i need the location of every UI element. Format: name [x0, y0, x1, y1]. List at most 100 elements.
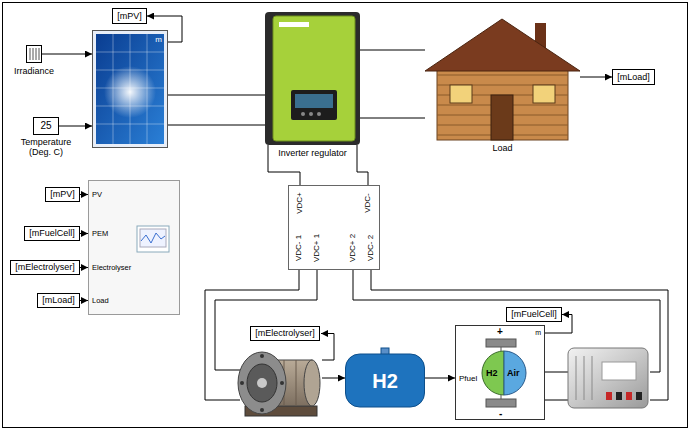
electrolyser-bolt: [260, 408, 264, 412]
electrolyser-illustration: [238, 352, 320, 416]
hydrogen-flow-arrow: [322, 378, 345, 379]
block-label: PEM: [92, 230, 108, 239]
inverter-regulator-art: [291, 90, 337, 120]
pv-panel-art: [104, 66, 156, 118]
pv-panel-art: [92, 30, 168, 148]
dc-converter-illustration: [568, 348, 648, 408]
pv-panel-art: [93, 31, 168, 148]
block-label: PV: [92, 191, 102, 200]
block-label: VDC- 1: [294, 235, 303, 261]
pv-panel-art: [96, 34, 164, 144]
text-slot: Load: [492, 143, 512, 153]
irradiance-block-art: [33, 48, 34, 60]
text-slot: Electrolyser: [92, 264, 131, 273]
signal-line: [425, 378, 455, 379]
from-tag: [mLoad]: [37, 293, 80, 308]
block-label: H2: [486, 368, 498, 378]
pv-panel: m: [92, 30, 168, 148]
power-wire: [360, 118, 425, 119]
converter-fin: [576, 356, 577, 400]
text-slot: m: [155, 35, 162, 44]
signal-tag-label: [mElectrolyser]: [255, 328, 315, 338]
house-load-art: [450, 85, 472, 103]
pem-fuel-cell-art: [504, 351, 526, 395]
text-slot: Pfuel: [459, 374, 477, 383]
text-slot: 25: [40, 120, 51, 132]
text-slot: VDC- 2: [371, 248, 397, 257]
text-slot: Irradiance: [14, 66, 54, 76]
text-slot: [mFuelCell]: [511, 309, 557, 319]
power-wire: [168, 95, 265, 96]
text-slot: Inverter regulator: [278, 148, 347, 158]
block-label: VDC-: [363, 193, 372, 213]
scope-subsystem-art: [137, 226, 169, 252]
goto-tag: [mFuelCell]: [506, 307, 562, 322]
pem-fuel-cell: PfuelH2Air+-m: [455, 325, 545, 420]
house-load-art: [491, 95, 513, 140]
text-slot: m: [535, 329, 541, 337]
signal-tag-label: [mFuelCell]: [511, 309, 557, 319]
converter-terminal: [606, 392, 612, 400]
pem-fuel-cell-art: [486, 339, 516, 347]
measurement-wire: [321, 334, 334, 361]
block-label: 25: [40, 120, 51, 132]
electrolyser-body: [296, 360, 297, 406]
irradiance-block-art: [30, 48, 31, 60]
goto-tag: [mPV]: [112, 8, 147, 24]
text-slot: H2: [372, 370, 398, 393]
signal-line: [42, 54, 92, 55]
block-label: Load: [492, 143, 512, 153]
block-label: m: [535, 329, 541, 337]
pem-fuel-cell-art: [501, 395, 502, 399]
block-label: -: [499, 408, 502, 420]
irradiance-block: Irradiance: [26, 45, 42, 63]
pem-fuel-cell-art: [501, 347, 502, 351]
power-wire: [545, 372, 568, 373]
house-load: Load: [425, 15, 580, 140]
block-label: Inverter regulator: [278, 148, 347, 158]
scope-subsystem-art: [89, 181, 179, 314]
block-label: Temperature (Deg. C): [14, 137, 78, 158]
text-slot: VDC-: [368, 203, 388, 212]
block-label: Pfuel: [459, 374, 477, 383]
block-label: VDC+ 1: [312, 234, 321, 262]
signal-line: [80, 233, 88, 234]
electrolyser-end-cap: [304, 360, 320, 406]
inverter-regulator-art: [309, 112, 313, 116]
text-slot: PV: [92, 191, 102, 200]
pem-fuel-cell-art: [456, 326, 544, 419]
house-load-art: [425, 15, 580, 140]
text-slot: -: [499, 408, 502, 420]
block-label: Air: [507, 368, 520, 378]
pem-fuel-cell-art: [486, 399, 516, 407]
block-label: Electrolyser: [92, 264, 131, 273]
block-label: VDC+: [295, 192, 304, 214]
inverter-regulator-art: [279, 22, 309, 27]
house-load-art: [437, 65, 568, 140]
text-slot: VDC+: [300, 203, 322, 212]
house-load-art: [437, 75, 568, 76]
signal-line: [580, 77, 612, 78]
converter-housing: [568, 348, 648, 408]
block-label: Load: [92, 297, 109, 306]
text-slot: [mLoad]: [617, 72, 650, 82]
signal-line: [80, 267, 88, 268]
block-label: H2: [372, 370, 398, 393]
inverter-regulator-art: [265, 12, 360, 145]
pv-panel-art: [96, 52, 164, 53]
block-label: VDC+ 2: [348, 234, 357, 262]
signal-tag-label: [mElectrolyser]: [15, 262, 75, 272]
electrolyser-bolt: [240, 381, 244, 385]
hydrogen-tank-art: [346, 354, 425, 407]
text-slot: H2: [486, 368, 498, 378]
constant-block: 25Temperature (Deg. C): [33, 117, 59, 135]
converter-fin: [592, 356, 593, 400]
irradiance-block-art: [39, 48, 40, 60]
text-slot: [mElectrolyser]: [15, 262, 75, 272]
electrolyser-disc: [238, 352, 286, 414]
text-slot: [mFuelCell]: [29, 228, 75, 238]
pv-panel-art: [96, 34, 164, 144]
inverter-regulator-art: [317, 112, 321, 116]
power-wire: [360, 50, 425, 51]
